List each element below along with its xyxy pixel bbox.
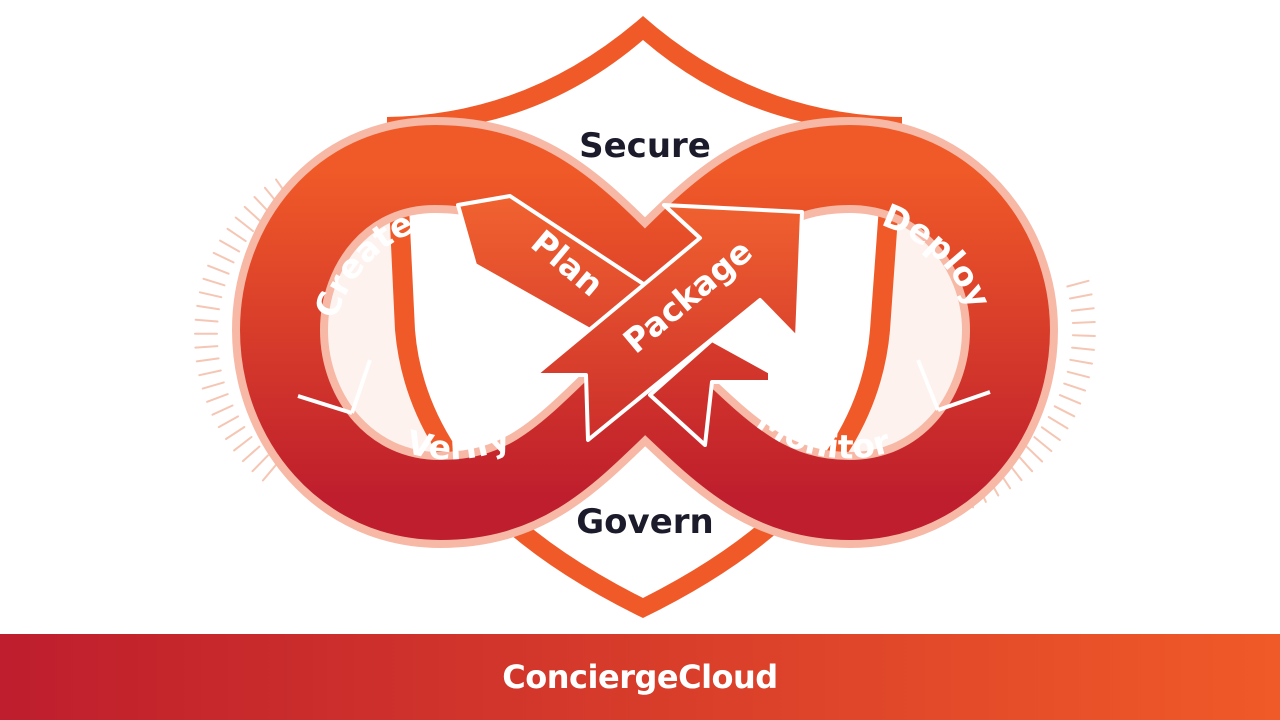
decorative-tick — [1066, 279, 1090, 288]
decorative-tick — [202, 277, 226, 287]
decorative-tick — [225, 426, 246, 440]
decorative-tick — [198, 291, 223, 299]
footer-brand: ConciergeCloud — [502, 658, 778, 696]
decorative-tick — [233, 436, 253, 452]
segment-dividers — [297, 359, 991, 415]
decorative-tick — [198, 369, 222, 377]
decorative-tick — [1071, 334, 1096, 337]
decorative-tick — [243, 205, 262, 223]
decorative-tick — [1040, 426, 1061, 442]
decorative-tick — [1016, 453, 1034, 473]
decorative-tick — [206, 393, 229, 403]
decorative-tick — [194, 345, 219, 349]
decorative-tick — [1053, 405, 1076, 418]
decorative-tick — [251, 454, 269, 473]
shield-bottom-label: Govern — [576, 502, 713, 542]
decorative-tick — [1033, 436, 1053, 453]
decorative-tick — [1069, 358, 1093, 365]
decorative-tick — [1058, 394, 1082, 405]
decorative-tick — [1071, 321, 1096, 324]
decorative-tick — [1071, 346, 1095, 351]
shield-top-label: Secure — [579, 126, 711, 166]
package-arrow — [533, 203, 804, 442]
devsecops-infinity-diagram: Secure Govern Create Plan Package Deploy… — [194, 16, 1096, 618]
decorative-tick — [195, 357, 220, 363]
decorative-tick — [1070, 307, 1095, 312]
decorative-tick — [1069, 293, 1093, 300]
decorative-tick — [207, 264, 230, 275]
decorative-tick — [234, 216, 254, 233]
decorative-tick — [196, 304, 220, 311]
decorative-tick — [1025, 445, 1044, 463]
decorative-tick — [194, 318, 219, 323]
monitor-arrow-segment — [648, 338, 772, 447]
decorative-tick — [217, 415, 240, 429]
decorative-tick — [211, 404, 234, 416]
decorative-tick — [226, 227, 247, 243]
decorative-tick — [219, 239, 241, 253]
decorative-tick — [212, 251, 235, 264]
decorative-tick — [1066, 370, 1090, 379]
decorative-tick — [1063, 382, 1087, 392]
decorative-tick — [201, 381, 225, 390]
decorative-tick — [1047, 416, 1069, 430]
decorative-tick — [261, 462, 278, 482]
footer-bar: ConciergeCloud — [0, 634, 1280, 720]
decorative-tick — [241, 445, 261, 463]
